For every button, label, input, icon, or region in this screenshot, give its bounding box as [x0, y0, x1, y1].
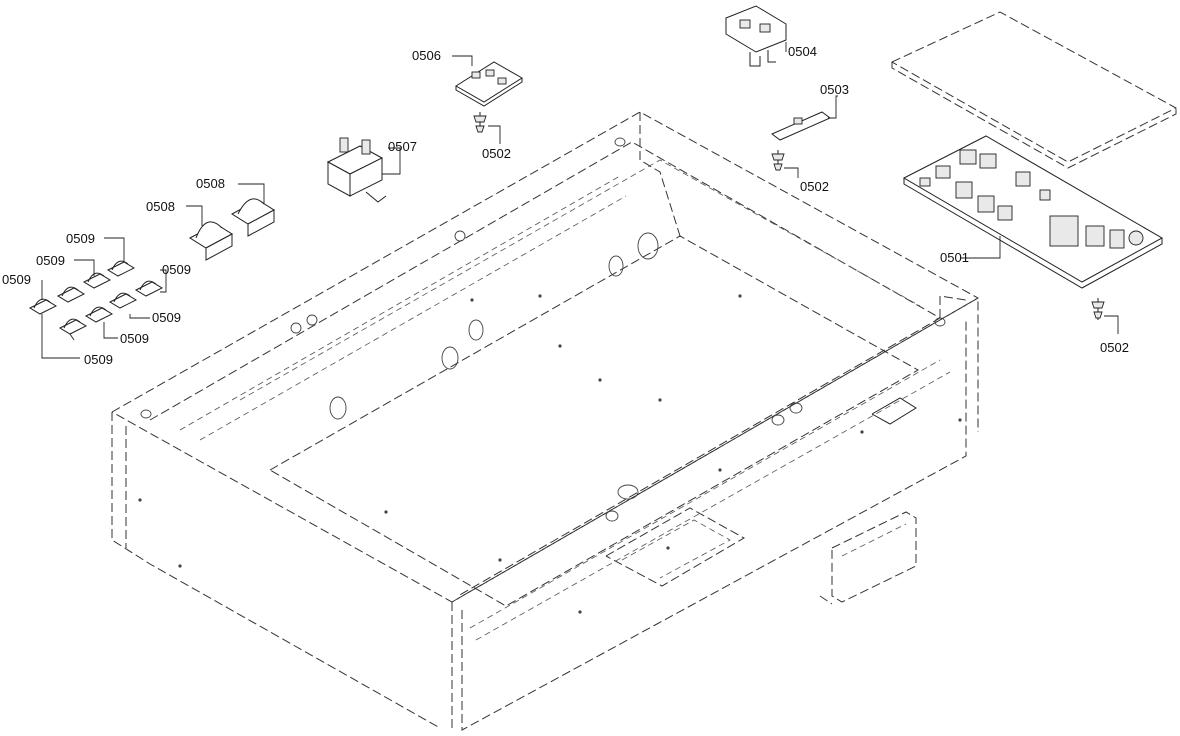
label-0506: 0506	[412, 48, 441, 63]
cable-clips-small	[28, 260, 164, 335]
chassis-tray	[111, 111, 980, 731]
label-0503: 0503	[820, 82, 849, 97]
leader-lines	[41, 42, 1119, 359]
screw-0501	[1091, 298, 1105, 320]
relay-board	[455, 61, 523, 107]
board-cover	[890, 11, 1178, 169]
main-control-board	[902, 135, 1164, 289]
label-0509-right-lower: 0509	[152, 310, 181, 325]
label-0509-right-upper: 0509	[162, 262, 191, 277]
connector-assembly	[725, 5, 787, 67]
label-0507: 0507	[388, 139, 417, 154]
screw-0503	[771, 150, 785, 171]
transformer	[326, 137, 387, 203]
label-0501: 0501	[940, 250, 969, 265]
label-0509-second: 0509	[36, 253, 65, 268]
part-labels: 0506 0502 0504 0503 0502 0501 0502 0507 …	[2, 44, 1129, 367]
label-0509-top: 0509	[66, 231, 95, 246]
label-0509-bottom: 0509	[84, 352, 113, 367]
label-0502-small-board-screw: 0502	[800, 179, 829, 194]
cable-clips-large	[189, 198, 275, 261]
label-0509-bottom-middle: 0509	[120, 331, 149, 346]
label-0508-upper: 0508	[196, 176, 225, 191]
label-0508-lower: 0508	[146, 199, 175, 214]
side-bracket	[819, 511, 917, 605]
small-board	[771, 111, 831, 141]
label-0509-left: 0509	[2, 272, 31, 287]
label-0502-main-board-screw: 0502	[1100, 340, 1129, 355]
label-0502-relay-board-screw: 0502	[482, 146, 511, 161]
screw-0506	[473, 112, 487, 133]
label-0504: 0504	[788, 44, 817, 59]
